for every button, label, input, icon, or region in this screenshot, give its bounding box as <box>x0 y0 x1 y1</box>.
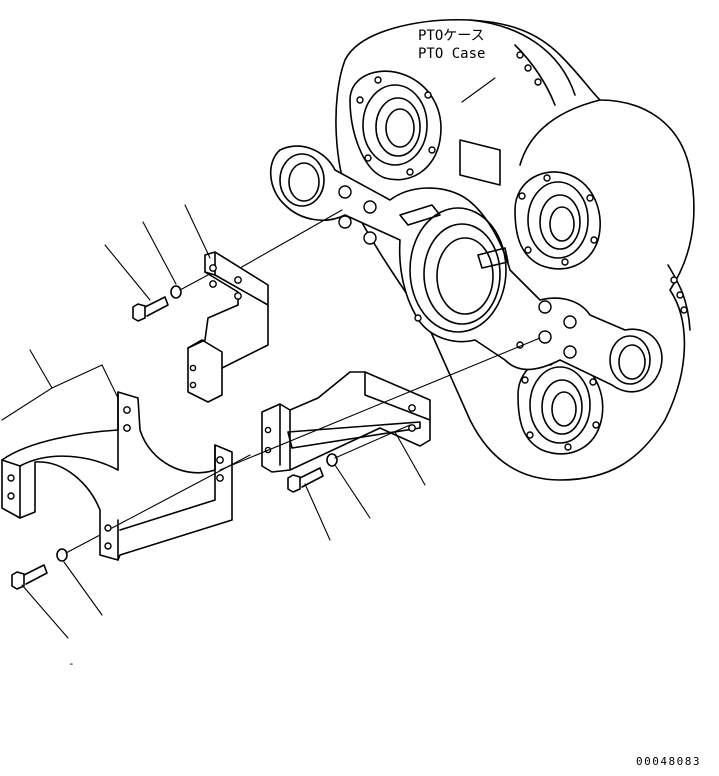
assembly-lines <box>65 209 541 554</box>
case-label-jp: PTOケース <box>418 28 485 44</box>
drawing-number: 00048083 <box>636 755 701 768</box>
upper-bolt <box>132 296 169 322</box>
middle-bolt <box>287 467 324 493</box>
case-label-en: PTO Case <box>418 46 485 62</box>
bearing-bore-right <box>514 171 601 270</box>
lower-washer <box>56 548 68 562</box>
upper-washer <box>170 285 182 299</box>
stray-mark: - <box>68 657 75 670</box>
middle-washer <box>326 453 338 467</box>
lower-bolt <box>11 564 48 590</box>
upper-angle-bracket <box>187 251 269 403</box>
leader-lines <box>1 204 426 639</box>
half-clamp <box>1 391 233 561</box>
bearing-bore-upper-left <box>349 70 442 181</box>
lower-angle-bracket <box>261 371 431 473</box>
